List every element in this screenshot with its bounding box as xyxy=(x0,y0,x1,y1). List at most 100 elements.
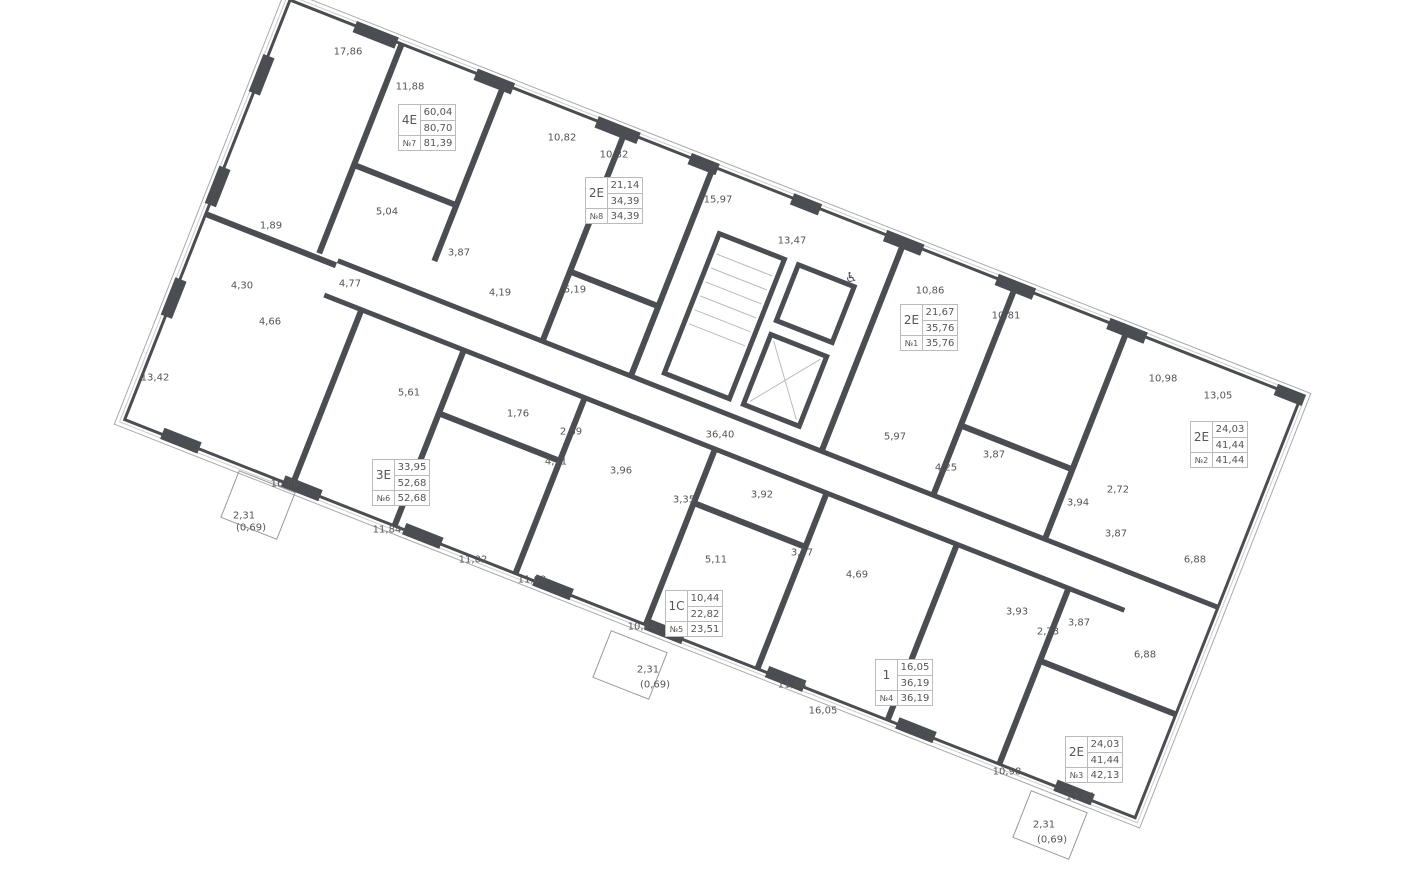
room-area: 11,58 xyxy=(777,679,807,691)
total-area: 36,19 xyxy=(898,675,932,690)
apartment-info-4[interactable]: 1 №4 16,05 36,19 36,19 xyxy=(875,659,933,706)
apartment-type: 2E xyxy=(1066,737,1088,767)
apartment-type: 4E xyxy=(399,105,421,135)
apartment-number: №4 xyxy=(876,690,898,705)
room-area: 3,87 xyxy=(1067,617,1091,629)
apartment-info-6[interactable]: 3E №6 33,95 52,68 52,68 xyxy=(372,459,430,506)
total-area-with-balcony: 41,44 xyxy=(1213,452,1247,467)
apartment-type: 2E xyxy=(1191,422,1213,452)
apartment-number: №1 xyxy=(901,335,923,350)
room-area: 3,94 xyxy=(1066,497,1090,509)
balcony xyxy=(1012,790,1088,860)
elevator-2 xyxy=(740,331,830,430)
room-area: 36,40 xyxy=(705,429,735,441)
living-area: 24,03 xyxy=(1215,424,1245,435)
partitions xyxy=(204,42,1177,766)
apartment-info-2[interactable]: 2E №2 24,03 41,44 41,44 xyxy=(1190,421,1248,468)
room-area: 10,86 xyxy=(915,285,945,297)
room-area: 3,93 xyxy=(1005,606,1029,618)
glazing-outline xyxy=(113,0,1312,829)
room-area: 10,44 xyxy=(627,621,657,633)
room-area: 10,98 xyxy=(992,766,1022,778)
room-area: 11,09 xyxy=(517,574,547,586)
total-area-with-balcony: 23,51 xyxy=(688,621,722,636)
apartment-number: №3 xyxy=(1066,767,1088,782)
balcony xyxy=(592,630,668,700)
room-area: 2,69 xyxy=(559,426,583,438)
balcony xyxy=(220,470,296,540)
staircase xyxy=(661,230,788,403)
living-area: 24,03 xyxy=(1090,739,1120,750)
apartment-type: 3E xyxy=(373,460,395,490)
apartment-number: №6 xyxy=(373,490,395,505)
elevator-1 xyxy=(773,261,858,346)
glazing-inner-line xyxy=(118,0,1307,824)
living-area: 60,04 xyxy=(423,107,453,118)
room-area: 2,72 xyxy=(1106,484,1130,496)
room-area: 10,82 xyxy=(547,132,577,144)
room-area: 5,97 xyxy=(883,431,907,443)
apartment-info-1[interactable]: 2E №1 21,67 35,76 35,76 xyxy=(900,304,958,351)
room-area: 5,19 xyxy=(563,284,587,296)
apartment-type: 2E xyxy=(901,305,923,335)
apartment-info-5[interactable]: 1C №5 10,44 22,82 23,51 xyxy=(665,590,723,637)
room-area: 4,25 xyxy=(934,462,958,474)
room-area: 11,88 xyxy=(395,81,425,93)
room-area: 2,73 xyxy=(1036,626,1060,638)
room-area: 15,97 xyxy=(703,194,733,206)
total-area: 35,76 xyxy=(923,320,957,335)
building xyxy=(113,0,1312,829)
living-area: 16,05 xyxy=(900,662,930,673)
balcony-area-reduced: (0,69) xyxy=(235,522,267,534)
room-area: 16,05 xyxy=(808,705,838,717)
room-area: 5,11 xyxy=(704,554,728,566)
room-area: 3,87 xyxy=(982,449,1006,461)
total-area: 34,39 xyxy=(608,193,642,208)
apartment-info-3[interactable]: 2E №3 24,03 41,44 42,13 xyxy=(1065,736,1123,783)
room-area: 1,76 xyxy=(506,408,530,420)
living-area: 10,44 xyxy=(690,593,720,604)
room-area: 17,86 xyxy=(333,46,363,58)
room-area: 4,30 xyxy=(230,280,254,292)
room-area: 13,42 xyxy=(140,372,170,384)
balcony-area: 2,31 xyxy=(232,510,256,522)
room-area: 6,88 xyxy=(1183,554,1207,566)
living-area: 33,95 xyxy=(397,462,427,473)
total-area-with-balcony: 35,76 xyxy=(923,335,957,350)
apartment-number: №8 xyxy=(586,208,608,223)
room-area: 10,32 xyxy=(599,149,629,161)
total-area-with-balcony: 52,68 xyxy=(395,490,429,505)
room-area: 3,96 xyxy=(609,465,633,477)
balcony-area-reduced: (0,69) xyxy=(1036,834,1068,846)
apartment-number: №5 xyxy=(666,621,688,636)
balcony-area: 2,31 xyxy=(1032,819,1056,831)
wheelchair-icon: ♿ xyxy=(845,270,858,286)
apartment-number: №2 xyxy=(1191,452,1213,467)
room-area: 5,61 xyxy=(397,387,421,399)
room-area: 4,69 xyxy=(845,569,869,581)
room-area: 3,35 xyxy=(672,494,696,506)
apartment-number: №7 xyxy=(399,135,421,150)
apartment-type: 1 xyxy=(876,660,898,690)
room-area: 13,47 xyxy=(777,235,807,247)
room-area: 3,87 xyxy=(1104,528,1128,540)
room-area: 11,02 xyxy=(458,554,488,566)
room-area: 5,04 xyxy=(375,206,399,218)
room-area: 3,87 xyxy=(790,547,814,559)
apartment-type: 2E xyxy=(586,178,608,208)
total-area: 41,44 xyxy=(1213,437,1247,452)
apartment-info-7[interactable]: 4E №7 60,04 80,70 81,39 xyxy=(398,104,456,151)
balcony-area: 2,31 xyxy=(636,664,660,676)
room-area: 3,87 xyxy=(447,247,471,259)
room-area: 13,05 xyxy=(1203,390,1233,402)
living-area: 21,14 xyxy=(610,180,640,191)
room-area: 10,98 xyxy=(1148,373,1178,385)
room-area: 4,71 xyxy=(544,456,568,468)
room-area: 13,05 xyxy=(1065,791,1095,803)
apartment-type: 1C xyxy=(666,591,688,621)
room-area: 4,66 xyxy=(258,316,282,328)
room-area: 4,77 xyxy=(338,278,362,290)
apartment-info-8[interactable]: 2E №8 21,14 34,39 34,39 xyxy=(585,177,643,224)
room-area: 10,81 xyxy=(991,310,1021,322)
